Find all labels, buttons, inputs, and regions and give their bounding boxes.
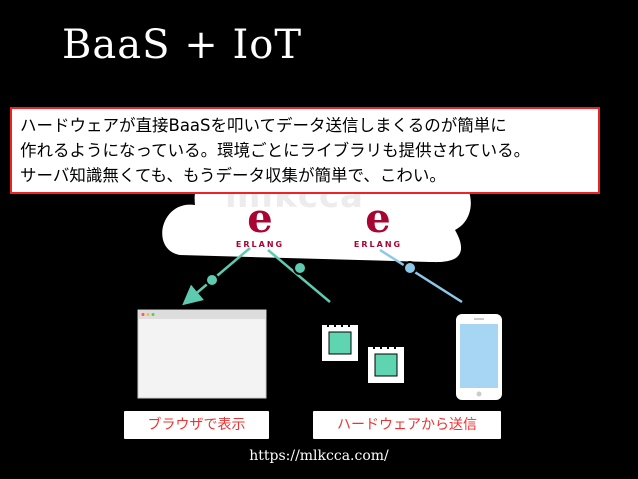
- browser-label: ブラウザで表示: [124, 411, 269, 439]
- erlang-wordmark: ERLANG: [353, 240, 403, 249]
- callout-line-1: ハードウェアが直接BaaSを叩いてデータ送信しまくるのが簡単に: [20, 116, 507, 135]
- erlang-glyph: e: [247, 195, 273, 242]
- callout-box: ハードウェアが直接BaaSを叩いてデータ送信しまくるのが簡単に 作れるようになっ…: [10, 107, 600, 194]
- callout-line-2: 作れるようになっている。環境ごとにライブラリも提供されている。: [20, 141, 531, 160]
- callout-line-3: サーバ知識無くても、もうデータ収集が簡単で、こわい。: [20, 166, 446, 185]
- arrow-from-chips: [267, 249, 331, 303]
- microchip-icon: [322, 321, 358, 361]
- erlang-logo-icon: e ERLANG: [225, 195, 295, 250]
- microchip-icon: [368, 343, 404, 383]
- arrow-from-phone: [379, 248, 463, 304]
- browser-window-icon: [137, 309, 267, 399]
- erlang-logo-icon: e ERLANG: [343, 195, 413, 250]
- smartphone-icon: [456, 314, 502, 400]
- erlang-glyph: e: [365, 195, 391, 242]
- hardware-label: ハードウェアから送信: [313, 411, 501, 439]
- page-title: BaaS + IoT: [62, 22, 302, 68]
- footer-url: https://mlkcca.com/: [249, 448, 389, 464]
- arrow-to-browser: [182, 247, 251, 306]
- erlang-wordmark: ERLANG: [235, 240, 285, 249]
